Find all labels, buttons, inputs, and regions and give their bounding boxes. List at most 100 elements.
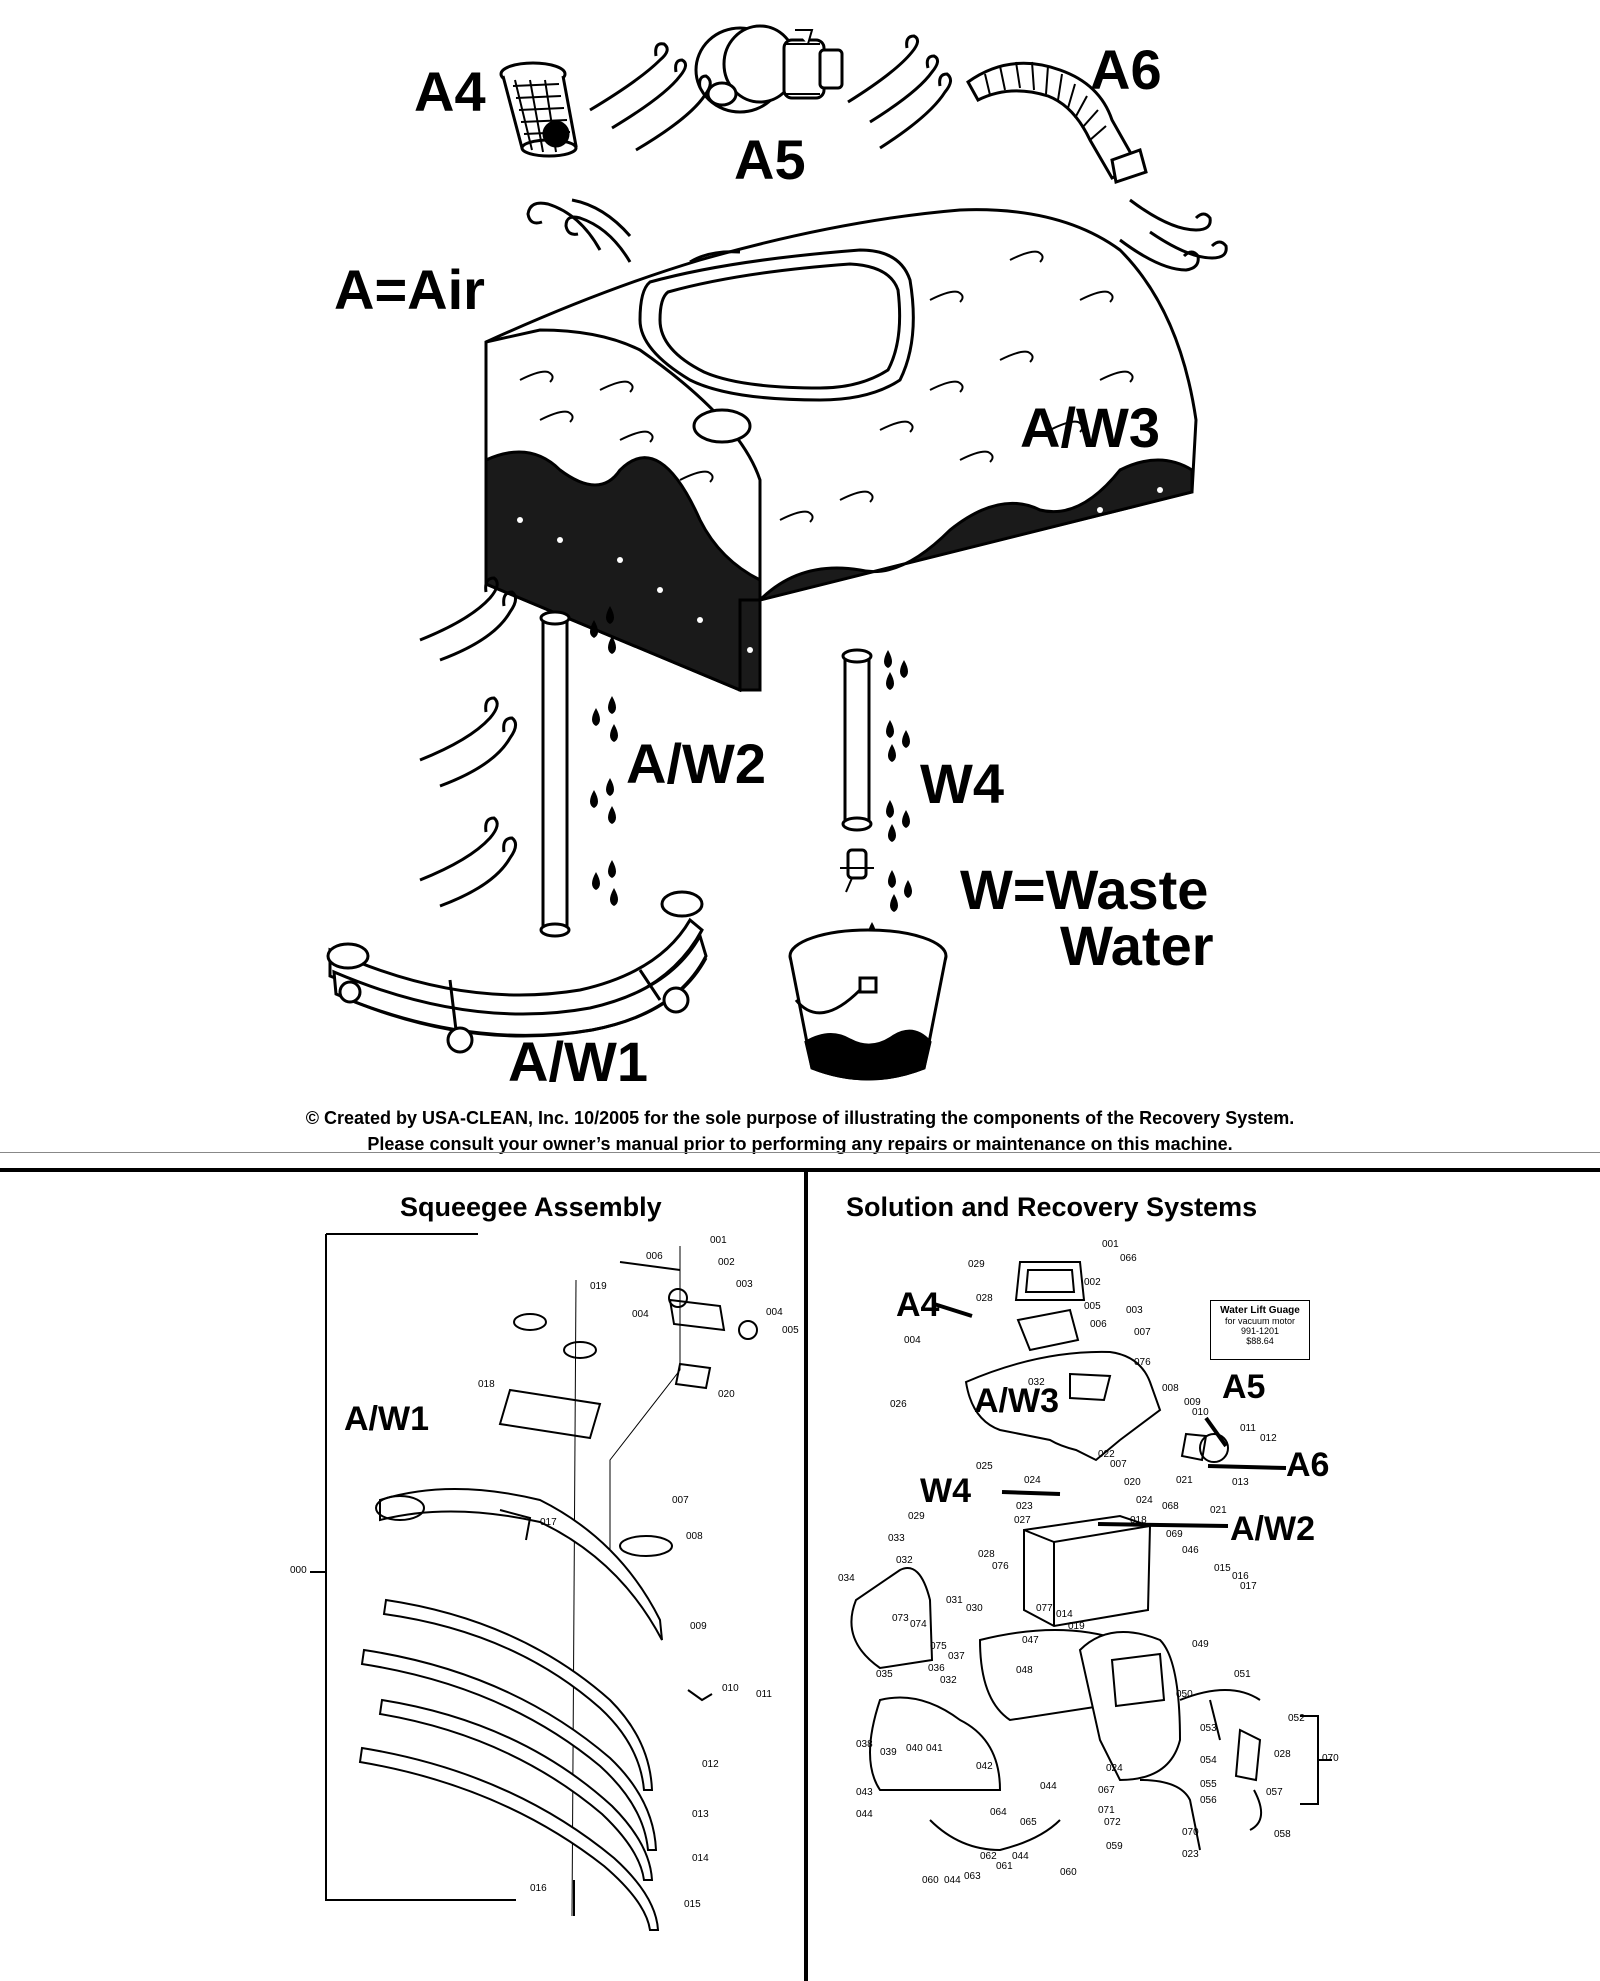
squeegee-ref-000: 000 bbox=[290, 1565, 307, 1576]
part-label: 007 bbox=[1134, 1327, 1151, 1338]
part-label: 020 bbox=[718, 1389, 735, 1400]
water-lift-subtitle: for vacuum motor bbox=[1224, 1316, 1296, 1326]
part-label: 011 bbox=[1240, 1423, 1256, 1434]
part-label: 008 bbox=[686, 1531, 703, 1542]
part-label: 030 bbox=[966, 1603, 983, 1614]
part-label: 047 bbox=[1022, 1635, 1039, 1646]
part-label: 057 bbox=[1266, 1787, 1283, 1798]
part-label: 072 bbox=[1104, 1817, 1121, 1828]
label-a5: A5 bbox=[734, 128, 806, 191]
part-label: 024 bbox=[1136, 1495, 1153, 1506]
part-label: 044 bbox=[856, 1809, 873, 1820]
part-label: 064 bbox=[990, 1807, 1007, 1818]
part-label: 014 bbox=[1056, 1609, 1073, 1620]
part-label: 006 bbox=[646, 1251, 663, 1262]
part-label: 032 bbox=[896, 1555, 913, 1566]
part-label: 067 bbox=[1098, 1785, 1115, 1796]
part-label: 035 bbox=[876, 1669, 893, 1680]
waste-bucket-icon bbox=[788, 928, 948, 1081]
copyright-line-2: Please consult your owner’s manual prior… bbox=[367, 1134, 1233, 1154]
part-label: 007 bbox=[1110, 1459, 1127, 1470]
part-label: 028 bbox=[976, 1293, 993, 1304]
part-label: 040 bbox=[906, 1743, 923, 1754]
part-label: 076 bbox=[992, 1561, 1009, 1572]
part-label: 021 bbox=[1176, 1475, 1193, 1486]
part-label: 050 bbox=[1176, 1689, 1193, 1700]
part-label: 027 bbox=[1014, 1515, 1031, 1526]
part-label: 013 bbox=[1232, 1477, 1249, 1488]
part-label: 069 bbox=[1166, 1529, 1183, 1540]
column-divider bbox=[804, 1170, 808, 1981]
part-label: 013 bbox=[692, 1809, 709, 1820]
part-label: 004 bbox=[632, 1309, 649, 1320]
drain-hose-w4-icon bbox=[840, 648, 874, 893]
part-label: 065 bbox=[1020, 1817, 1037, 1828]
label-a4: A4 bbox=[414, 60, 486, 123]
drain-tube-aw2-icon bbox=[539, 610, 571, 938]
copyright-line-1: © Created by USA-CLEAN, Inc. 10/2005 for… bbox=[305, 1108, 1295, 1128]
filter-basket-icon bbox=[499, 61, 578, 158]
part-label: 068 bbox=[1162, 1501, 1179, 1512]
part-label: 042 bbox=[976, 1761, 993, 1772]
part-label: 020 bbox=[1124, 1477, 1141, 1488]
label-a6: A6 bbox=[1090, 38, 1162, 101]
part-label: 039 bbox=[880, 1747, 897, 1758]
part-label: 017 bbox=[540, 1517, 557, 1528]
label-air: A=Air bbox=[334, 258, 485, 321]
part-label: 025 bbox=[976, 1461, 993, 1472]
part-label: 053 bbox=[1200, 1723, 1217, 1734]
vacuum-hose-icon bbox=[966, 61, 1148, 184]
part-label: 061 bbox=[996, 1861, 1013, 1872]
part-label: 066 bbox=[1120, 1253, 1137, 1264]
part-label: 005 bbox=[782, 1325, 799, 1336]
callout-a6: A6 bbox=[1286, 1446, 1330, 1484]
part-label: 001 bbox=[1102, 1239, 1119, 1250]
part-label: 076 bbox=[1134, 1357, 1151, 1368]
part-label: 016 bbox=[530, 1883, 547, 1894]
part-label: 060 bbox=[922, 1875, 939, 1886]
water-lift-price: $88.64 bbox=[1246, 1336, 1274, 1346]
part-label: 015 bbox=[684, 1899, 701, 1910]
part-label: 018 bbox=[478, 1379, 495, 1390]
part-label: 029 bbox=[968, 1259, 985, 1270]
part-label: 051 bbox=[1234, 1669, 1251, 1680]
part-label: 033 bbox=[888, 1533, 905, 1544]
part-label: 010 bbox=[722, 1683, 739, 1694]
part-label: 032 bbox=[940, 1675, 957, 1686]
part-label: 024 bbox=[1024, 1475, 1041, 1486]
vacuum-motor-icon bbox=[694, 24, 844, 114]
part-label: 023 bbox=[1182, 1849, 1199, 1860]
part-label: 028 bbox=[978, 1549, 995, 1560]
part-label: 075 bbox=[930, 1641, 947, 1652]
recovery-title: Solution and Recovery Systems bbox=[846, 1192, 1258, 1222]
part-label: 063 bbox=[964, 1871, 981, 1882]
part-label: 023 bbox=[1016, 1501, 1033, 1512]
part-label: 056 bbox=[1200, 1795, 1217, 1806]
part-label: 024 bbox=[1106, 1763, 1123, 1774]
part-label: 074 bbox=[910, 1619, 927, 1630]
part-label: 005 bbox=[1084, 1301, 1101, 1312]
part-label: 028 bbox=[1274, 1749, 1291, 1760]
label-w4: W4 bbox=[920, 752, 1004, 815]
squeegee-title: Squeegee Assembly bbox=[400, 1192, 662, 1222]
part-label: 048 bbox=[1016, 1665, 1033, 1676]
part-label: 001 bbox=[710, 1235, 727, 1246]
part-label: 031 bbox=[946, 1595, 963, 1606]
part-label: 016 bbox=[1232, 1571, 1249, 1582]
part-label: 037 bbox=[948, 1651, 965, 1662]
part-label: 007 bbox=[672, 1495, 689, 1506]
part-label: 071 bbox=[1098, 1805, 1115, 1816]
part-label: 060 bbox=[1060, 1867, 1077, 1878]
part-label: 017 bbox=[1240, 1581, 1257, 1592]
part-label: 062 bbox=[980, 1851, 997, 1862]
part-label: 044 bbox=[1040, 1781, 1057, 1792]
part-label: 019 bbox=[590, 1281, 607, 1292]
part-label: 006 bbox=[1090, 1319, 1107, 1330]
part-label: 073 bbox=[892, 1613, 909, 1624]
squeegee-label-aw1: A/W1 bbox=[344, 1400, 429, 1438]
part-label: 021 bbox=[1210, 1505, 1227, 1516]
part-label: 070 bbox=[1182, 1827, 1199, 1838]
part-label: 009 bbox=[690, 1621, 707, 1632]
